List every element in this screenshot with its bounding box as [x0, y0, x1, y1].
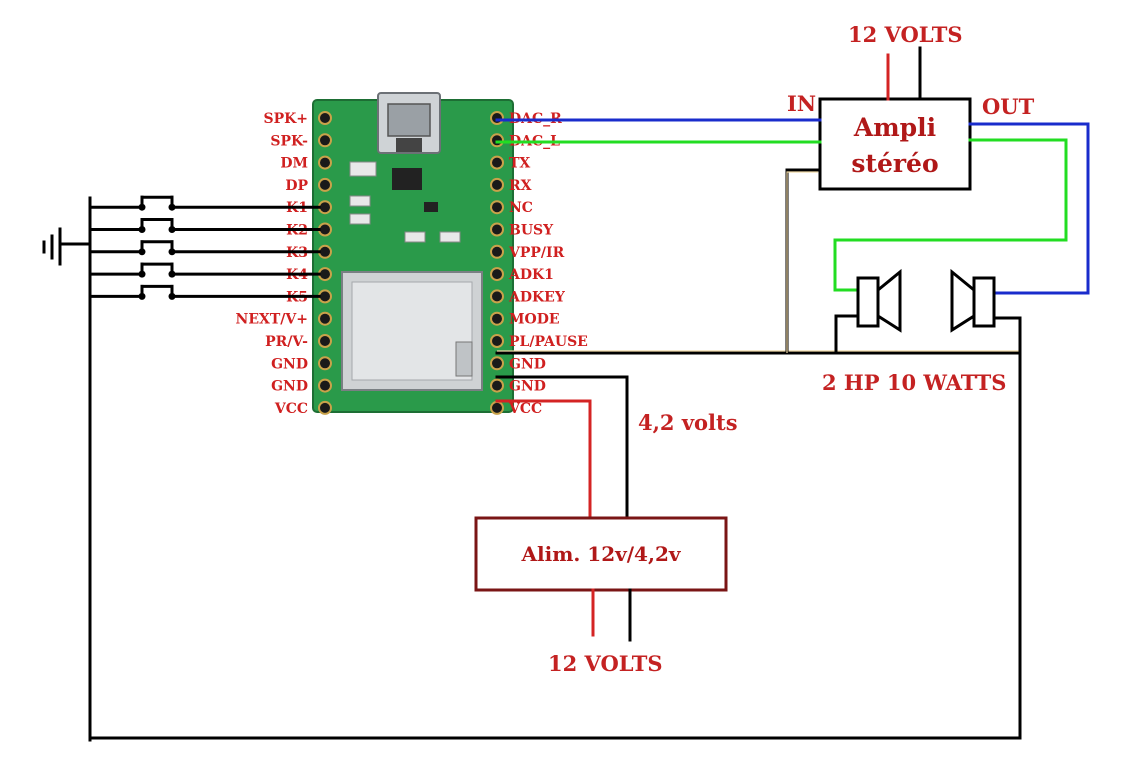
left-pin-hole	[318, 200, 332, 215]
right-pin-label: VPP/IR	[508, 245, 565, 261]
left-pin-hole	[318, 177, 332, 192]
push-button-icon[interactable]	[88, 284, 321, 300]
right-pin-hole	[490, 177, 504, 192]
supply-positive-wire	[495, 399, 592, 520]
amp-out-left-wire	[833, 138, 1068, 292]
right-pin-label: VCC	[508, 401, 542, 417]
amp-out-right-wire	[968, 122, 1090, 295]
speaker-icon	[950, 268, 996, 333]
right-pin-label: GND	[509, 356, 546, 372]
right-pin-hole	[490, 133, 504, 148]
right-pin-hole	[490, 155, 504, 170]
right-pin-labels: DAC_RDAC_LTXRXNCBUSYVPP/IRADK1ADKEYMODEP…	[508, 111, 588, 417]
right-pin-hole	[490, 311, 504, 326]
ground-symbol-icon	[42, 227, 92, 266]
left-pin-hole	[318, 334, 332, 348]
right-pin-hole	[490, 222, 504, 237]
speaker-left-ground-wire	[834, 314, 864, 355]
sd-card-slot-icon	[341, 271, 483, 391]
speaker-right	[950, 268, 996, 333]
push-button-icon[interactable]	[88, 218, 321, 234]
left-pin-hole	[318, 289, 332, 304]
amplifier-label-line1: Ampli	[853, 113, 936, 142]
left-pin-hole	[318, 356, 332, 371]
smd-component	[404, 231, 426, 243]
smd-component	[439, 231, 461, 243]
push-button-icon[interactable]	[88, 195, 321, 211]
supply-output-label: 4,2 volts	[638, 410, 738, 435]
right-pin-header	[490, 111, 504, 415]
right-pin-label: PL/PAUSE	[509, 334, 588, 350]
left-pin-label: VCC	[274, 401, 308, 417]
right-pin-label: ADKEY	[508, 289, 566, 305]
left-pin-hole	[318, 155, 332, 170]
right-pin-hole	[490, 334, 504, 348]
right-pin-hole	[490, 111, 504, 125]
left-pin-labels: SPK+SPK-DMDPK1K2K3K4K5NEXT/V+PR/V-GNDGND…	[236, 111, 309, 417]
mp3-module	[312, 92, 514, 415]
amplifier-supply-label: 12 VOLTS	[848, 22, 963, 47]
right-pin-hole	[490, 378, 504, 393]
left-pin-hole	[318, 133, 332, 148]
left-pin-hole	[318, 111, 332, 125]
amp-ground-wire	[785, 168, 822, 355]
left-pin-hole	[318, 378, 332, 393]
left-pin-label: NEXT/V+	[236, 312, 308, 328]
amplifier-out-label: OUT	[982, 94, 1035, 119]
speaker-icon	[856, 268, 902, 333]
left-pin-label: GND	[271, 356, 308, 372]
left-pin-label: DP	[285, 178, 308, 194]
amp-ground-highlight	[786, 171, 818, 353]
right-pin-hole	[490, 400, 504, 415]
left-pin-hole	[318, 311, 332, 326]
left-pin-hole	[318, 222, 332, 237]
supply-ground-wire	[495, 375, 629, 520]
smd-component	[349, 213, 371, 225]
right-pin-label: GND	[509, 379, 546, 395]
right-pin-hole	[490, 267, 504, 282]
right-pin-label: TX	[509, 156, 530, 172]
right-pin-hole	[490, 200, 504, 215]
chip	[392, 168, 422, 190]
supply-input-label: 12 VOLTS	[548, 651, 663, 676]
power-supply-label: Alim. 12v/4,2v	[521, 542, 682, 566]
left-pin-label: GND	[271, 379, 308, 395]
amplifier-label-line2: stéréo	[851, 149, 938, 178]
button-bank	[42, 195, 1022, 742]
left-pin-hole	[318, 267, 332, 282]
left-pin-label: SPK-	[270, 133, 308, 149]
right-pin-hole	[490, 356, 504, 371]
smd-component	[349, 161, 377, 177]
right-pin-label: BUSY	[509, 223, 554, 239]
right-pin-hole	[490, 289, 504, 304]
right-pin-hole	[490, 244, 504, 259]
amplifier-in-label: IN	[787, 91, 816, 116]
amplifier-box	[818, 97, 972, 191]
usb-mini-connector-icon	[377, 92, 441, 154]
right-pin-label: ADK1	[508, 267, 554, 283]
push-button-icon[interactable]	[88, 240, 321, 256]
left-pin-hole	[318, 244, 332, 259]
right-pin-label: RX	[509, 178, 532, 194]
left-pin-label: SPK+	[263, 111, 308, 127]
smd-component	[349, 195, 371, 207]
power-supply-box	[474, 516, 728, 592]
speakers-label: 2 HP 10 WATTS	[822, 370, 1006, 395]
speaker-right-ground-wire	[988, 316, 1022, 355]
right-pin-label: NC	[509, 200, 533, 216]
push-button-icon[interactable]	[88, 262, 321, 278]
amplifier: Ampli stéréo IN OUT 12 VOLTS	[787, 22, 1035, 191]
smd-component	[424, 202, 438, 212]
left-pin-label: PR/V-	[265, 334, 308, 350]
left-pin-label: DM	[280, 156, 308, 172]
left-pin-hole	[318, 400, 332, 415]
speaker-left	[856, 268, 902, 333]
right-pin-label: MODE	[509, 312, 560, 328]
power-supply: 4,2 volts Alim. 12v/4,2v 12 VOLTS	[474, 375, 738, 676]
